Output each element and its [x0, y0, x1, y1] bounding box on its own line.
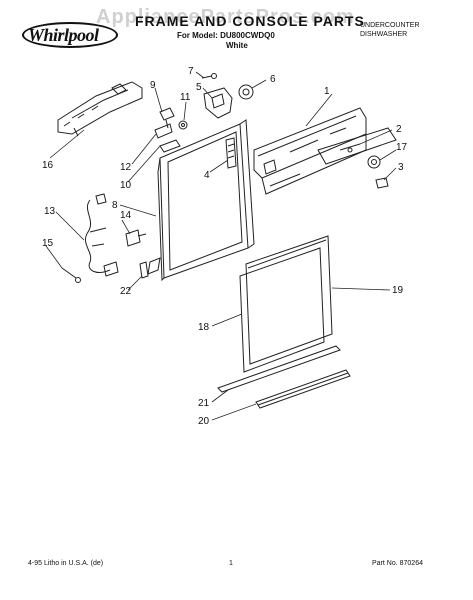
callout-21: 21	[198, 398, 210, 409]
callout-5: 5	[196, 82, 202, 93]
color-label: White	[226, 41, 248, 50]
part-8-door-frame	[147, 119, 255, 282]
part-22-clip	[139, 261, 149, 279]
callout-15: 15	[42, 238, 54, 249]
callout-12: 12	[120, 162, 132, 173]
part-12-bracket	[154, 123, 173, 139]
callout-3: 3	[398, 162, 404, 173]
callout-22: 22	[120, 286, 132, 297]
part-3-button	[375, 177, 389, 189]
footer-part-number: Part No. 870264	[372, 560, 423, 567]
part-9-clip	[159, 107, 175, 129]
part-20-bottom-trim	[255, 369, 351, 409]
product-line-2: DISHWASHER	[360, 31, 408, 38]
callout-17: 17	[396, 142, 408, 153]
callout-19: 19	[392, 285, 404, 296]
part-11-nut	[178, 120, 188, 130]
callout-18: 18	[198, 322, 210, 333]
part-14-switch	[125, 229, 147, 247]
part-18-inner-panel	[239, 247, 325, 373]
callout-6: 6	[270, 74, 276, 85]
product-type: UNDERCOUNTER DISHWASHER	[360, 21, 420, 39]
model-line: For Model: DU800CWDQ0	[177, 31, 275, 40]
callout-1: 1	[324, 86, 330, 97]
callout-20: 20	[198, 416, 210, 427]
part-17-knob	[367, 155, 381, 169]
callout-14: 14	[120, 210, 132, 221]
callout-4: 4	[204, 170, 210, 181]
brand-logo-ring	[22, 22, 118, 48]
callout-16: 16	[42, 160, 54, 171]
brand-logo: Whirlpool	[28, 25, 99, 45]
page-title: FRAME AND CONSOLE PARTS	[135, 13, 365, 29]
part-4-bracket	[225, 137, 237, 169]
part-21-trim-strip	[217, 345, 341, 393]
part-10-clip	[159, 139, 181, 153]
callout-11: 11	[180, 92, 191, 103]
callout-9: 9	[150, 80, 156, 91]
watermark-text: AppliancePartsPros.com	[96, 6, 355, 28]
footer-page-number: 1	[229, 560, 233, 567]
callout-labels: 1 2 3 4 5 6 7 8 9 10 11 12 13 14 15 16 1…	[42, 66, 408, 427]
callout-10: 10	[120, 180, 132, 191]
part-5-hinge	[203, 87, 233, 119]
callout-7: 7	[188, 66, 194, 77]
part-1-console	[253, 107, 367, 195]
callout-8: 8	[112, 200, 118, 211]
callout-2: 2	[396, 124, 402, 135]
part-13-wire-harness	[85, 193, 119, 277]
product-line-1: UNDERCOUNTER	[360, 22, 420, 29]
part-19-outer-panel	[245, 235, 333, 365]
part-16-bracket	[57, 81, 143, 137]
callout-13: 13	[44, 206, 56, 217]
footer-litho: 4-95 Litho in U.S.A. (de)	[28, 560, 104, 567]
leader-lines	[45, 71, 397, 421]
part-6-knob	[238, 84, 254, 100]
part-2-control-panel	[317, 127, 397, 165]
part-15-screw	[61, 267, 81, 283]
